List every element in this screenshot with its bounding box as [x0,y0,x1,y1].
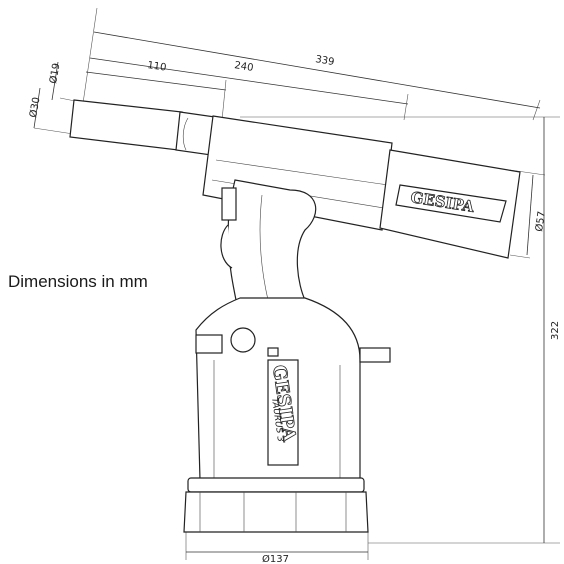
base-ring [183,477,369,533]
dim-dia30-label: Ø30 [27,96,42,118]
dimension-dia137: Ø137 [185,532,369,564]
body-logo: GESIPA TAURUS 3 [267,359,300,466]
dim-dia137-label: Ø137 [262,553,289,564]
dim-240-label: 240 [234,60,255,74]
dim-110-label: 110 [147,60,167,74]
dimension-339: 339 [81,7,541,121]
dimension-dia19: Ø19 [47,61,81,103]
dimension-110: 110 [85,60,227,121]
rear-cylinder: GESIPA [379,149,521,259]
dim-dia19-label: Ø19 [47,62,62,84]
dimension-240: 240 [89,57,409,121]
handle [220,179,317,301]
nose-piece [69,99,216,156]
units-caption: Dimensions in mm [8,272,148,291]
dim-322-label: 322 [550,321,561,340]
dim-dia57-label: Ø57 [533,210,548,232]
dim-339-label: 339 [314,54,335,68]
dimension-322: 322 [240,116,561,544]
